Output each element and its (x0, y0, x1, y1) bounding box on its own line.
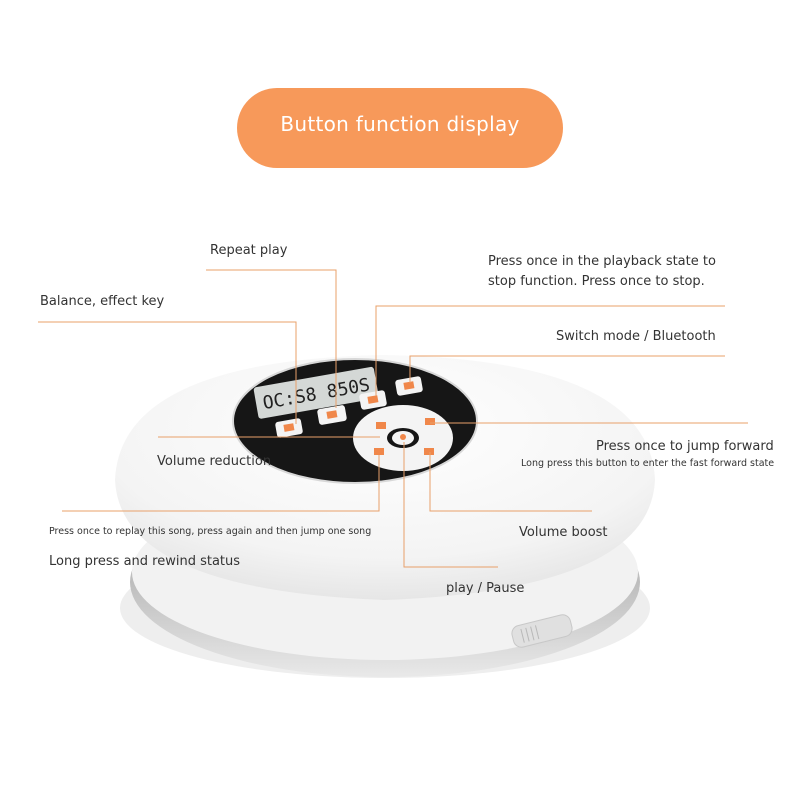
label-repeat-play: Repeat play (210, 243, 288, 258)
banner-title: Button function display (280, 112, 520, 136)
label-replay-song: Press once to replay this song, press ag… (49, 526, 372, 537)
label-fast-forward: Long press this button to enter the fast… (521, 458, 775, 469)
label-stop-line2: stop function. Press once to stop. (488, 274, 705, 289)
prev-track-key[interactable] (374, 448, 384, 455)
label-switch-mode: Switch mode / Bluetooth (556, 329, 716, 344)
label-rewind-status: Long press and rewind status (49, 554, 241, 569)
title-banner: Button function display (237, 88, 563, 168)
side-switch[interactable] (510, 613, 574, 649)
key-repeat[interactable] (317, 405, 347, 426)
label-volume-reduction: Volume reduction (157, 454, 272, 469)
volume-down-key[interactable] (376, 422, 386, 429)
label-play-pause: play / Pause (446, 581, 525, 596)
label-stop-line1: Press once in the playback state to (488, 254, 716, 269)
play-pause-icon (400, 434, 406, 440)
label-jump-forward: Press once to jump forward (596, 439, 774, 454)
next-track-key[interactable] (425, 418, 435, 425)
label-volume-boost: Volume boost (519, 525, 608, 540)
label-balance-effect: Balance, effect key (40, 294, 165, 309)
volume-up-key[interactable] (424, 448, 434, 455)
